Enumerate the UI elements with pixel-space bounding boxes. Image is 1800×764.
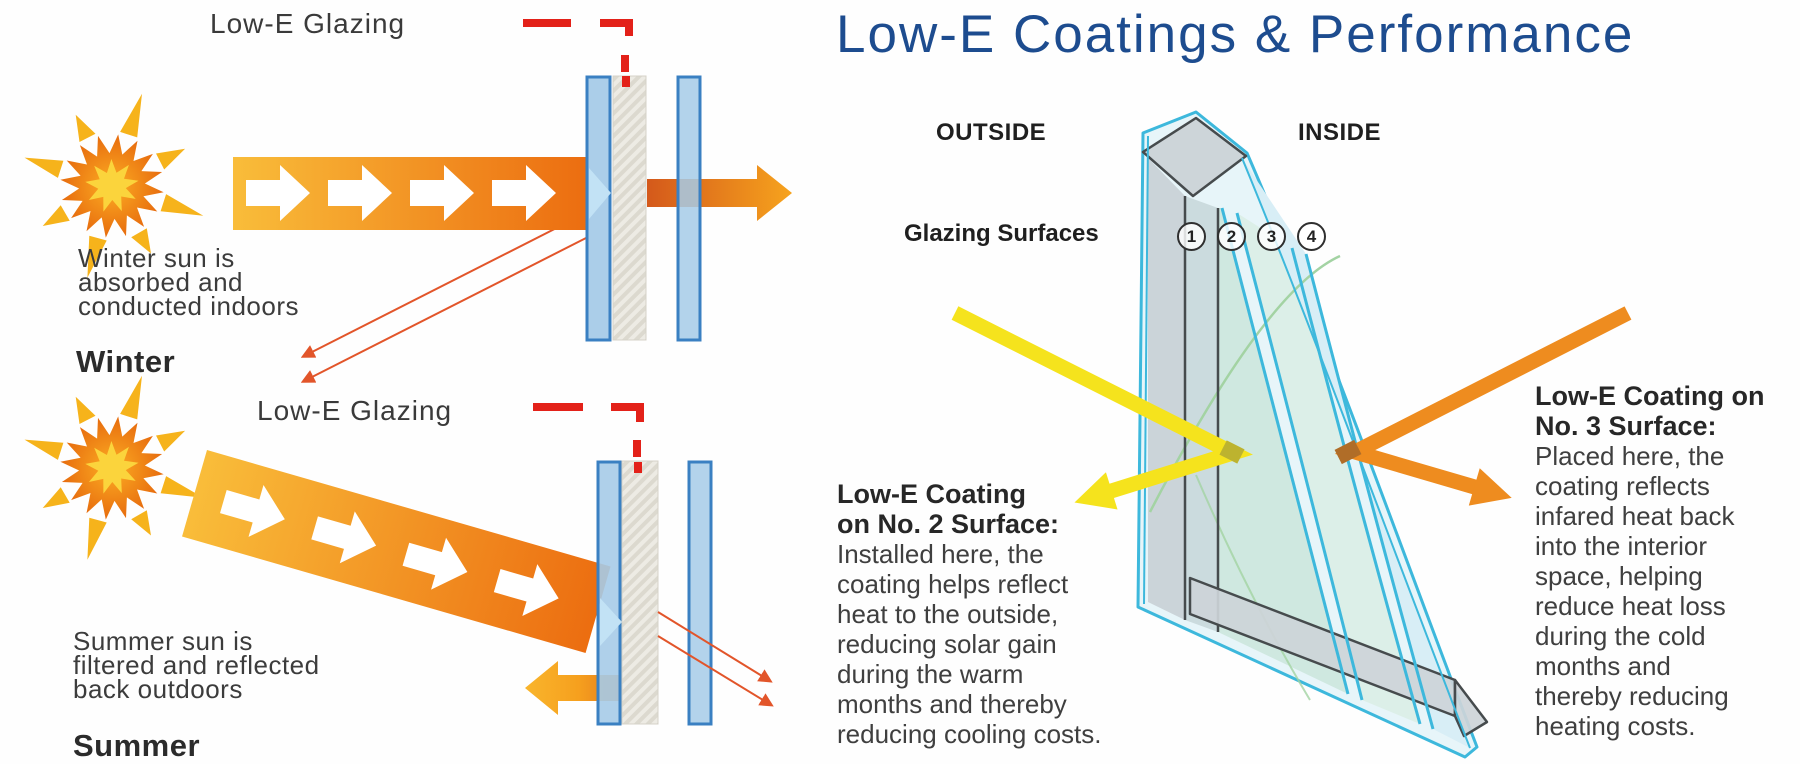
coating-no3-body-line: during the cold	[1535, 621, 1706, 651]
unit-top-cap	[1141, 116, 1248, 198]
inside-label: INSIDE	[1298, 119, 1382, 146]
unit-mid-band	[1237, 213, 1420, 724]
winter-conducted-heat-arrow	[647, 165, 792, 221]
surface-number-1: 1	[1177, 222, 1206, 251]
glazing-surfaces-label: Glazing Surfaces	[904, 220, 1099, 247]
coating-no3-body-line: heating costs.	[1535, 711, 1696, 741]
winter-glazing-label: Low-E Glazing	[210, 8, 406, 39]
summer-transmitted-heat-arrows	[657, 611, 774, 707]
coating-no3-body-line: space, helping	[1535, 561, 1703, 591]
coating-no2-body-line: during the warm	[837, 659, 1024, 689]
summer-glazing-label: Low-E Glazing	[257, 395, 453, 426]
coating-no2-body-line: heat to the outside,	[837, 599, 1059, 629]
unit-pane-edges	[1183, 196, 1220, 632]
summer-caption: Summer sun is filtered and reflected bac…	[73, 626, 320, 704]
coating-no2-heading-line: on No. 2 Surface:	[837, 509, 1060, 539]
summer-refraction-marker	[600, 598, 622, 646]
summer-season-label: Summer	[73, 728, 201, 763]
winter-glazing-unit	[585, 75, 792, 342]
winter-inner-pane	[676, 75, 702, 342]
winter-caption: Winter sun is absorbed and conducted ind…	[78, 243, 299, 321]
summer-glazing-unit	[596, 460, 713, 726]
outside-label: OUTSIDE	[936, 119, 1047, 146]
winter-beam-arrows	[246, 165, 556, 221]
coating-no3-body-line: coating reflects	[1535, 471, 1710, 501]
coating-no2-heading-line: Low-E Coating	[837, 479, 1026, 509]
summer-sun-beam	[182, 450, 611, 653]
coating-no2-body-line: reducing cooling costs.	[837, 719, 1102, 749]
coating-no3-body-line: Placed here, the	[1535, 441, 1725, 471]
winter-caption-line: absorbed and	[78, 267, 244, 297]
unit-face-shadow	[1185, 196, 1218, 632]
unit-green-curve-2	[1195, 474, 1311, 701]
coating-no3-body-line: reduce heat loss	[1535, 591, 1726, 621]
surface-number-2: 2	[1217, 222, 1246, 251]
surface-number-3: 3	[1257, 222, 1286, 251]
winter-callout-dashes	[523, 19, 633, 87]
winter-radiated-heat-arrows	[300, 211, 589, 383]
unit-spacer-bar	[1188, 576, 1489, 738]
winter-caption-line: conducted indoors	[78, 291, 299, 321]
coating-no2-body-line: Installed here, the	[837, 539, 1044, 569]
winter-outer-pane	[585, 75, 612, 342]
summer-inner-pane	[687, 460, 713, 726]
coating-no3-text: Low-E Coating on No. 3 Surface: Placed h…	[1535, 381, 1764, 741]
unit-front-face	[1148, 158, 1185, 620]
winter-refraction-marker	[589, 168, 611, 219]
summer-reflected-heat-arrow	[525, 661, 658, 715]
surface-number-4: 4	[1297, 222, 1326, 251]
summer-caption-line: back outdoors	[73, 674, 243, 704]
summer-lowe-coating-hatch	[621, 460, 659, 725]
coating-no2-text: Low-E Coating on No. 2 Surface: Installe…	[837, 479, 1101, 749]
summer-callout-dashes	[533, 403, 644, 473]
winter-sun-icon	[24, 93, 204, 278]
orange-bounce-patch	[1334, 439, 1362, 465]
summer-caption-line: filtered and reflected	[73, 650, 320, 680]
coating-no3-heading-line: No. 3 Surface:	[1535, 411, 1717, 441]
summer-outer-pane	[596, 460, 622, 726]
summer-sun-icon	[24, 375, 204, 560]
winter-season-label: Winter	[76, 344, 176, 379]
summer-caption-line: Summer sun is	[73, 626, 253, 656]
winter-lowe-coating-hatch	[612, 75, 647, 341]
coating-no2-body-line: reducing solar gain	[837, 629, 1057, 659]
page-title: Low-E Coatings & Performance	[836, 5, 1635, 64]
coating-no2-body-line: months and thereby	[837, 689, 1067, 719]
winter-diagram	[24, 19, 792, 383]
winter-caption-line: Winter sun is	[78, 243, 235, 273]
performance-glass-unit	[1136, 110, 1489, 759]
coating-no3-body-line: into the interior	[1535, 531, 1707, 561]
coating-no3-body-line: infared heat back	[1535, 501, 1735, 531]
summer-beam-arrows	[220, 485, 559, 616]
yellow-bounce-patch	[1219, 440, 1245, 464]
coating-no3-body-line: thereby reducing	[1535, 681, 1729, 711]
coating-no2-body-line: coating helps reflect	[837, 569, 1069, 599]
summer-diagram	[24, 375, 774, 726]
coating-no3-heading-line: Low-E Coating on	[1535, 381, 1765, 411]
coating-no3-body-line: months and	[1535, 651, 1671, 681]
